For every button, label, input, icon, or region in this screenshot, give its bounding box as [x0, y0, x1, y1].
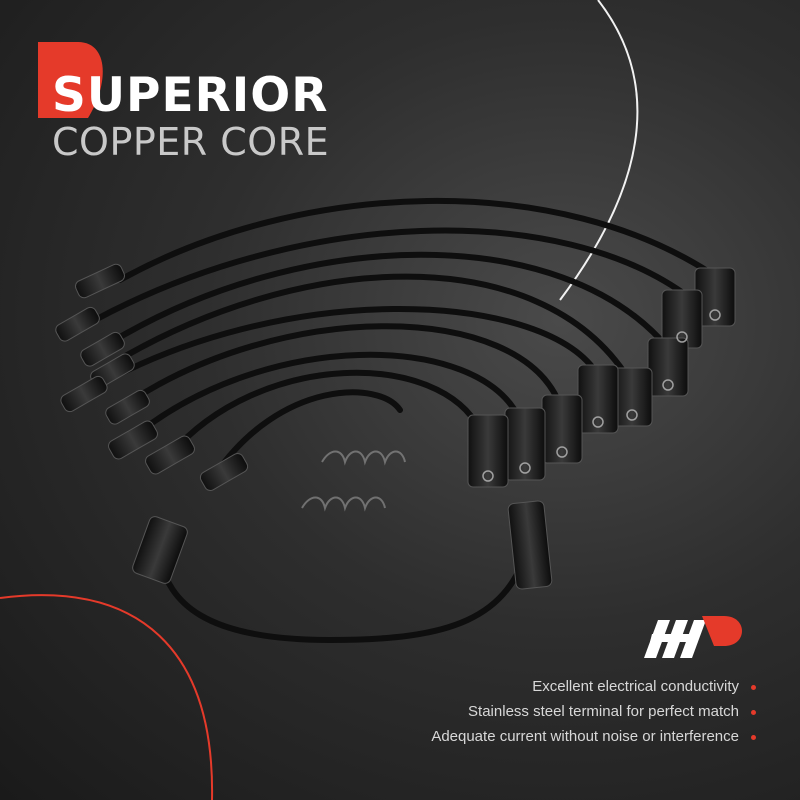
feature-text: Stainless steel terminal for perfect mat… [468, 703, 739, 720]
headline-sub: COPPER CORE [52, 120, 330, 164]
list-item: Stainless steel terminal for perfect mat… [431, 701, 756, 726]
bullet-icon [751, 734, 756, 740]
bullet-icon [751, 709, 756, 715]
headline-accent-shape [38, 42, 103, 118]
headline-main: SUPERIOR [52, 68, 329, 123]
list-item: Excellent electrical conductivity [431, 676, 756, 701]
feature-text: Excellent electrical conductivity [532, 678, 739, 695]
feature-list: Excellent electrical conductivity Stainl… [431, 676, 756, 751]
list-item: Adequate current without noise or interf… [431, 726, 756, 751]
brand-logo-icon [644, 616, 742, 658]
feature-text: Adequate current without noise or interf… [431, 728, 739, 745]
bullet-icon [751, 684, 756, 690]
